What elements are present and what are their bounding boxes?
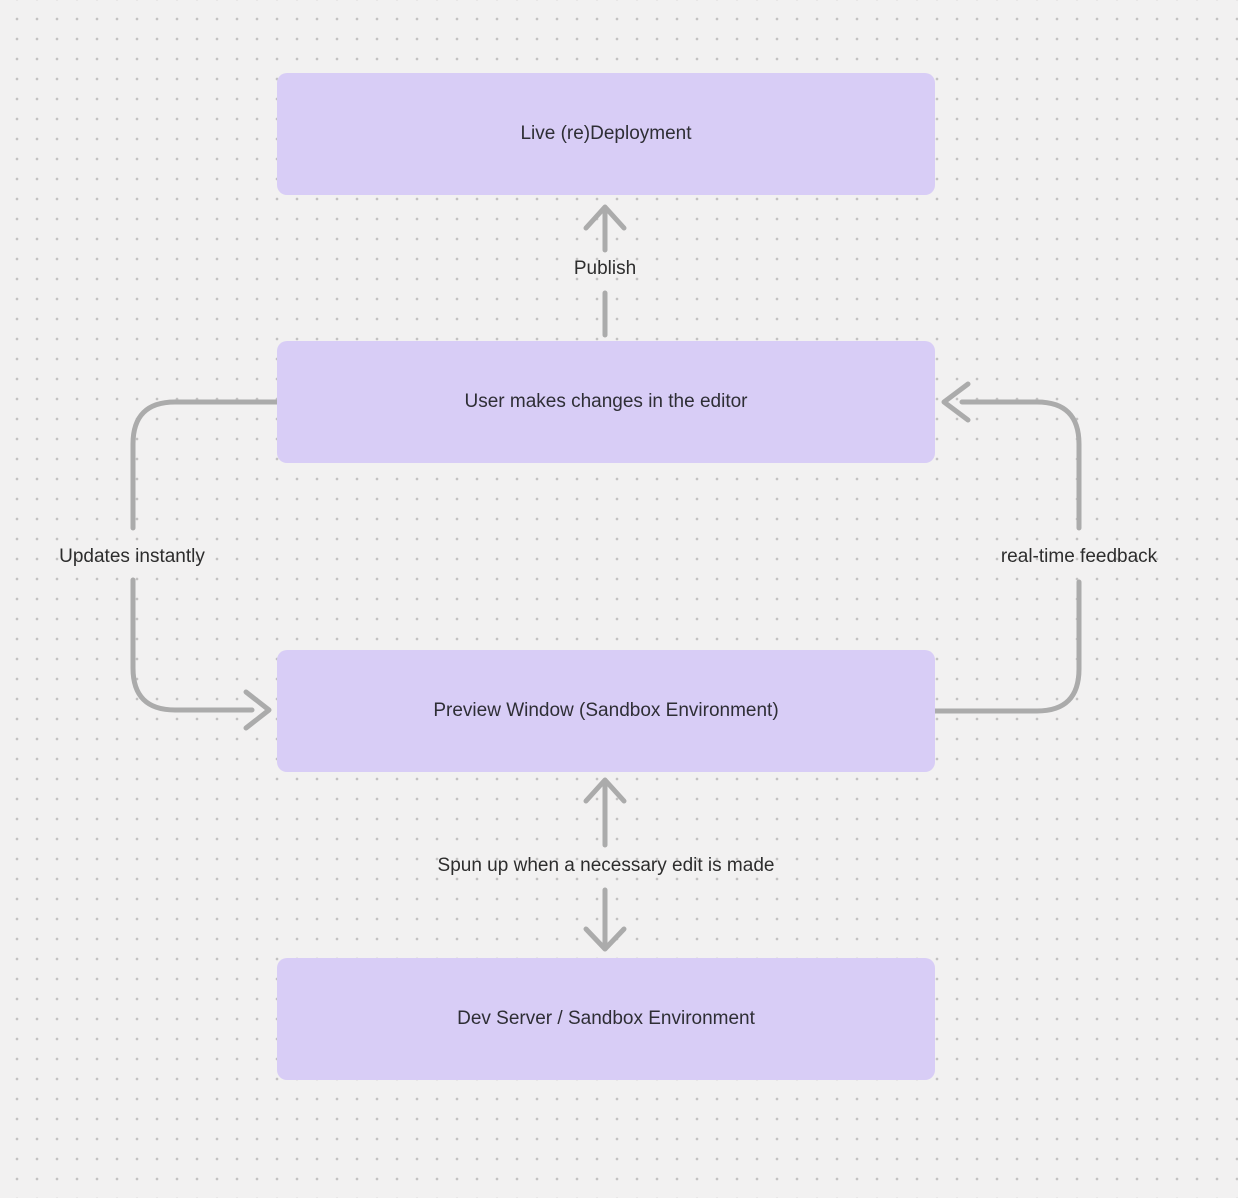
arrowhead-up-icon (583, 777, 627, 804)
node-user-makes-changes[interactable]: User makes changes in the editor (277, 341, 935, 463)
node-dev-server[interactable]: Dev Server / Sandbox Environment (277, 958, 935, 1080)
node-live-redeployment[interactable]: Live (re)Deployment (277, 73, 935, 195)
node-preview-window[interactable]: Preview Window (Sandbox Environment) (277, 650, 935, 772)
arrowhead-right-icon (243, 689, 272, 731)
node-label: Live (re)Deployment (520, 123, 692, 145)
edge-label-spun-up: Spun up when a necessary edit is made (437, 855, 775, 876)
node-label: Preview Window (Sandbox Environment) (433, 700, 779, 722)
edge-label-publish: Publish (573, 258, 637, 279)
edge-label-real-time-feedback: real-time feedback (1000, 546, 1158, 567)
node-label: Dev Server / Sandbox Environment (457, 1008, 755, 1030)
node-label: User makes changes in the editor (464, 391, 748, 413)
arrowhead-left-icon (941, 381, 971, 423)
arrowhead-down-icon (583, 926, 627, 952)
arrowhead-up-icon (583, 204, 627, 231)
edge-label-updates-instantly: Updates instantly (59, 546, 205, 567)
